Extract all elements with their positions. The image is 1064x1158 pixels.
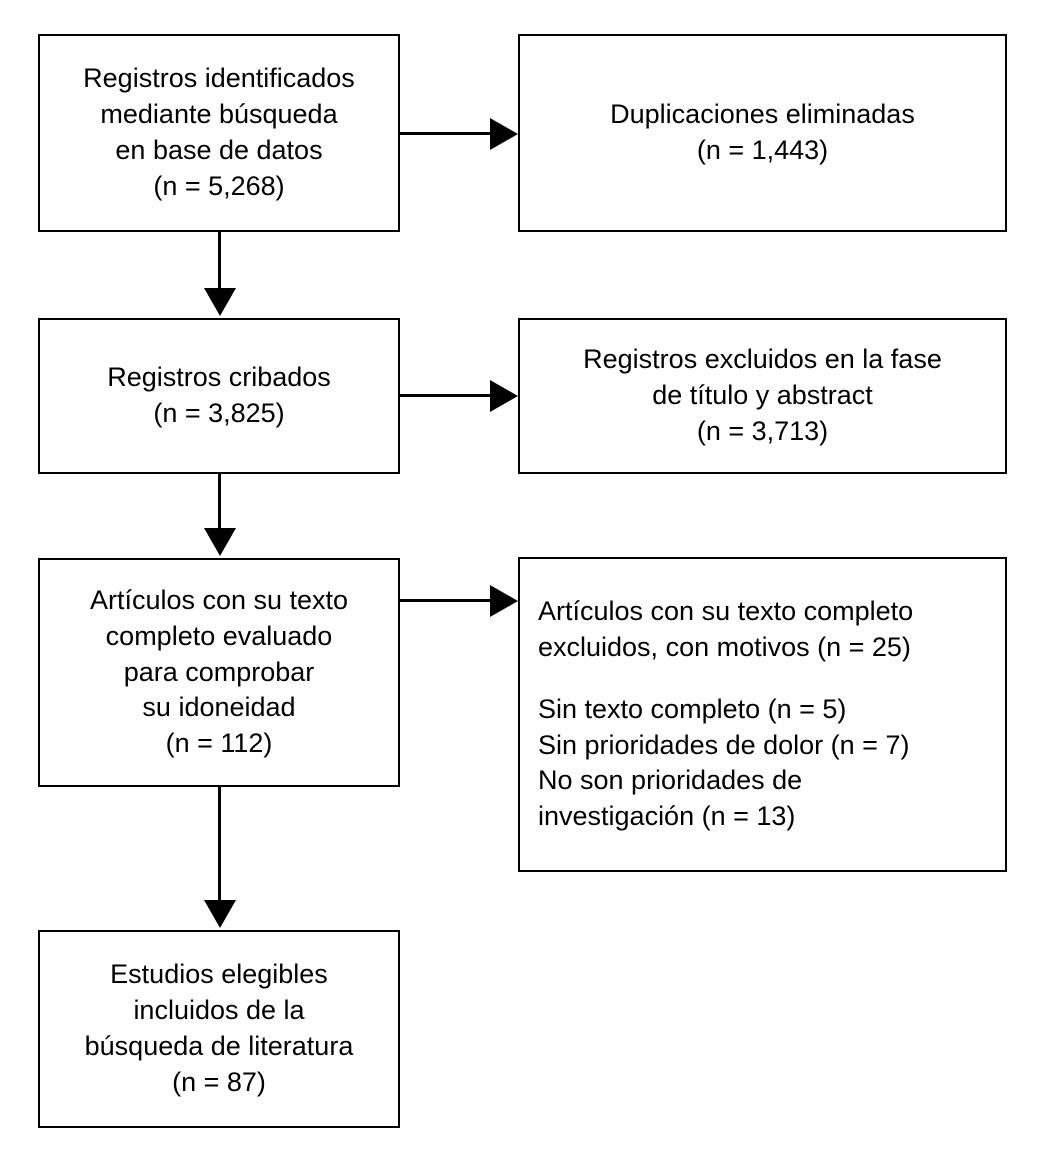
box-line: Sin prioridades de dolor (n = 7) (538, 729, 910, 760)
box-line: Duplicaciones eliminadas (610, 99, 915, 130)
arrow-shaft (400, 394, 496, 397)
arrow-screened-to-excluded (400, 380, 520, 412)
arrow-identified-to-duplicates (400, 118, 520, 150)
box-line: búsqueda de literatura (84, 1031, 354, 1061)
box-line: Sin texto completo (n = 5) (538, 693, 847, 724)
box-line: (n = 112) (165, 728, 273, 759)
arrow-head-right-icon (490, 118, 518, 150)
arrow-shaft (218, 232, 221, 292)
box-line: (n = 1,443) (696, 135, 829, 165)
box-records-identified: Registros identificados mediante búsqued… (38, 34, 400, 232)
box-line: mediante búsqueda (100, 99, 338, 130)
box-line: Artículos con su texto (89, 584, 349, 615)
box-fulltext-assessed: Artículos con su texto completo evaluado… (38, 558, 400, 787)
arrow-fulltext-to-included (204, 787, 236, 932)
box-line: No son prioridades de (538, 765, 803, 796)
box-line: (n = 3,713) (696, 415, 829, 446)
box-fulltext-excluded-reasons: Artículos con su texto completo excluido… (518, 557, 1007, 872)
box-records-excluded-title-abstract: Registros excluidos en la fase de título… (518, 318, 1007, 474)
box-records-screened: Registros cribados (n = 3,825) (38, 318, 400, 474)
arrow-screened-to-fulltext (204, 474, 236, 560)
arrow-shaft (400, 599, 496, 602)
box-line: Estudios elegibles (110, 959, 328, 990)
arrow-identified-to-screened (204, 232, 236, 318)
arrow-head-right-icon (490, 380, 518, 412)
arrow-fulltext-to-excluded-reasons (400, 585, 520, 617)
box-line: incluidos de la (133, 995, 305, 1026)
arrow-shaft (218, 474, 221, 532)
box-line: excluidos, con motivos (n = 25) (538, 631, 911, 662)
box-line: Registros cribados (107, 362, 331, 393)
arrow-head-down-icon (204, 900, 236, 928)
box-line: su idoneidad (142, 692, 296, 723)
box-line: Artículos con su texto completo (538, 595, 914, 626)
box-line: de título y abstract (652, 380, 873, 411)
arrow-shaft (218, 787, 221, 904)
box-duplicates-removed: Duplicaciones eliminadas (n = 1,443) (518, 34, 1007, 232)
box-studies-included: Estudios elegibles incluidos de la búsqu… (38, 930, 400, 1128)
arrow-shaft (400, 132, 496, 135)
arrow-head-down-icon (204, 288, 236, 316)
box-line: completo evaluado (105, 620, 333, 651)
box-line: (n = 87) (172, 1066, 266, 1097)
box-line: Registros identificados (83, 63, 355, 94)
box-line: (n = 3,825) (153, 398, 285, 428)
box-line: (n = 5,268) (153, 170, 285, 201)
box-line: Registros excluidos en la fase (583, 344, 942, 375)
arrow-head-right-icon (490, 585, 518, 617)
box-line: investigación (n = 13) (538, 801, 796, 832)
box-line: en base de datos (115, 135, 323, 165)
box-line: para comprobar (123, 656, 315, 687)
arrow-head-down-icon (204, 528, 236, 556)
